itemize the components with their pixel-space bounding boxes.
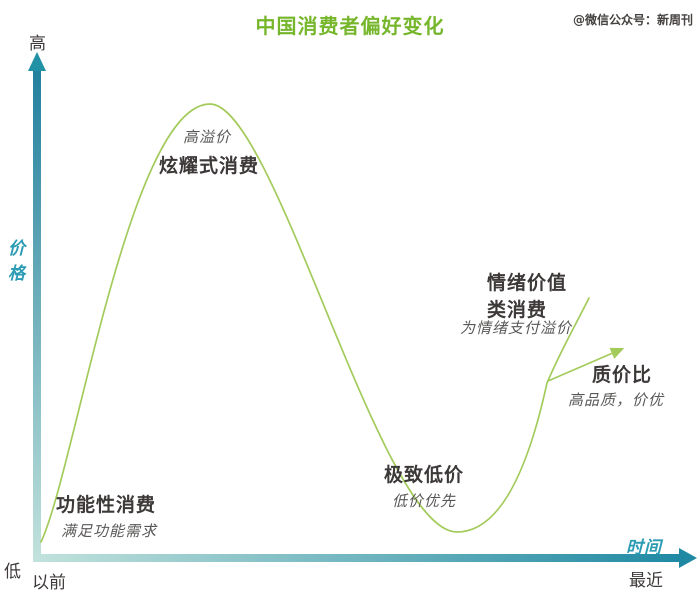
stage-label-functional: 功能性消费	[56, 494, 157, 516]
y-tick-low: 低	[4, 562, 21, 582]
stage-note-functional: 满足功能需求	[61, 522, 158, 540]
stage-note-conspicuous: 高溢价	[183, 128, 232, 146]
stage-label-lowprice: 极致低价	[384, 464, 465, 486]
y-axis-arrow-icon	[28, 52, 46, 71]
x-tick-before: 以前	[32, 573, 66, 593]
branch-arrow-icon	[547, 347, 625, 382]
page-title: 中国消费者偏好变化	[255, 14, 445, 38]
y-tick-high: 高	[29, 34, 46, 54]
x-axis-line	[33, 554, 681, 562]
x-axis-title: 时间	[626, 538, 662, 558]
stage-label-emotional: 情绪价值类消费	[487, 272, 568, 321]
stage-label-quality-price: 质价比	[592, 364, 653, 386]
x-tick-recent: 最近	[629, 571, 663, 591]
y-axis-title: 价格	[8, 239, 26, 284]
y-axis-line	[33, 66, 41, 562]
watermark: @微信公众号：新周刊	[572, 13, 693, 27]
stage-note-quality-price: 高品质，价优	[568, 391, 665, 409]
stage-note-emotional: 为情绪支付溢价	[460, 319, 573, 337]
stage-note-lowprice: 低价优先	[392, 492, 457, 510]
stage-label-conspicuous: 炫耀式消费	[159, 155, 260, 177]
preference-curve	[40, 103, 590, 543]
x-axis-arrow-icon	[679, 548, 697, 568]
